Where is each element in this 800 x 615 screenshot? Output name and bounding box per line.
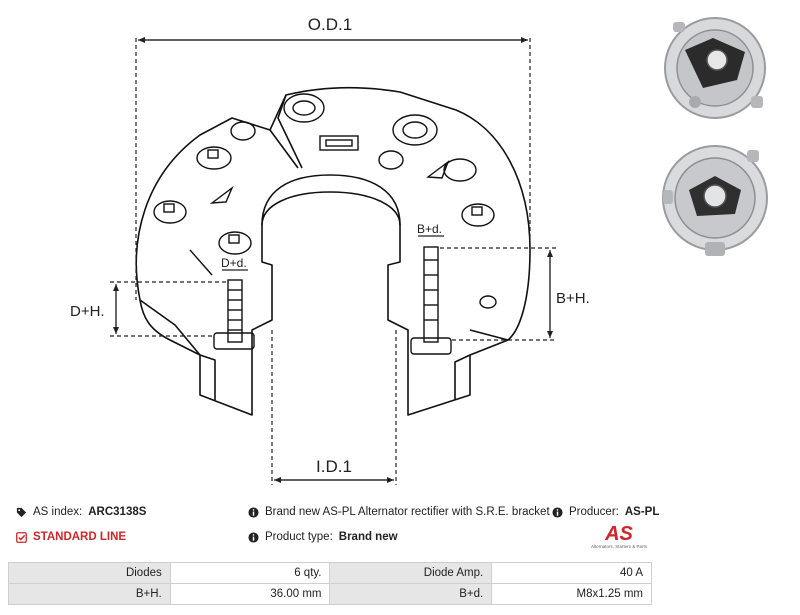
alternator-front-photo bbox=[664, 17, 766, 119]
spec-label: B+H. bbox=[8, 583, 171, 605]
checkbox-checked-icon bbox=[16, 531, 27, 543]
bolt-left bbox=[213, 279, 255, 350]
info-icon bbox=[248, 506, 259, 518]
dh-label: D+H. bbox=[70, 303, 105, 320]
bd-label: B+d. bbox=[417, 222, 442, 236]
info-icon bbox=[248, 531, 259, 543]
logo-tagline: Alternators, Starters & Parts bbox=[590, 544, 648, 549]
product-type-label: Product type: bbox=[265, 531, 333, 543]
tags-icon bbox=[16, 507, 27, 517]
specs-table: Diodes 6 qty. Diode Amp. 40 A B+H. 36.00… bbox=[8, 562, 652, 605]
as-index-label: AS index: bbox=[33, 506, 83, 518]
producer-value: AS-PL bbox=[624, 506, 660, 518]
spec-value: 36.00 mm bbox=[169, 583, 331, 605]
as-index-value: ARC3138S bbox=[88, 506, 147, 518]
bolt-right bbox=[410, 246, 452, 355]
od-label: O.D.1 bbox=[308, 15, 352, 34]
table-row: B+H. 36.00 mm B+d. M8x1.25 mm bbox=[8, 583, 652, 605]
id-label: I.D.1 bbox=[316, 457, 352, 476]
table-row: Diodes 6 qty. Diode Amp. 40 A bbox=[8, 562, 652, 584]
spec-label: B+d. bbox=[329, 583, 493, 605]
product-type: Product type: Brand new bbox=[248, 531, 398, 543]
producer-label: Producer: bbox=[569, 506, 619, 518]
dd-label: D+d. bbox=[221, 256, 247, 270]
bh-label: B+H. bbox=[556, 290, 590, 307]
dimension-lines bbox=[110, 37, 556, 485]
spec-value: M8x1.25 mm bbox=[491, 583, 652, 605]
product-line-text: STANDARD LINE bbox=[33, 531, 127, 543]
logo-mark: AS bbox=[605, 523, 633, 545]
spec-label: Diodes bbox=[8, 562, 171, 584]
spec-value: 40 A bbox=[491, 562, 652, 584]
terminal-holes bbox=[153, 93, 497, 309]
producer: Producer: AS-PL bbox=[552, 506, 659, 518]
product-description: Brand new AS-PL Alternator rectifier wit… bbox=[248, 506, 550, 518]
description-text: Brand new AS-PL Alternator rectifier wit… bbox=[265, 506, 550, 518]
rectifier-outline bbox=[135, 86, 531, 416]
as-index: AS index: ARC3138S bbox=[16, 506, 146, 518]
product-line: STANDARD LINE bbox=[16, 531, 126, 543]
product-type-value: Brand new bbox=[338, 531, 398, 543]
as-pl-logo: AS Alternators, Starters & Parts bbox=[586, 524, 652, 554]
spec-label: Diode Amp. bbox=[329, 562, 493, 584]
info-icon bbox=[552, 506, 563, 518]
rectifier-technical-drawing: O.D.1 I.D.1 D+H. B+H. D+d. B+d. bbox=[70, 15, 590, 485]
spec-value: 6 qty. bbox=[169, 562, 331, 584]
alternator-rear-photo bbox=[662, 145, 768, 256]
